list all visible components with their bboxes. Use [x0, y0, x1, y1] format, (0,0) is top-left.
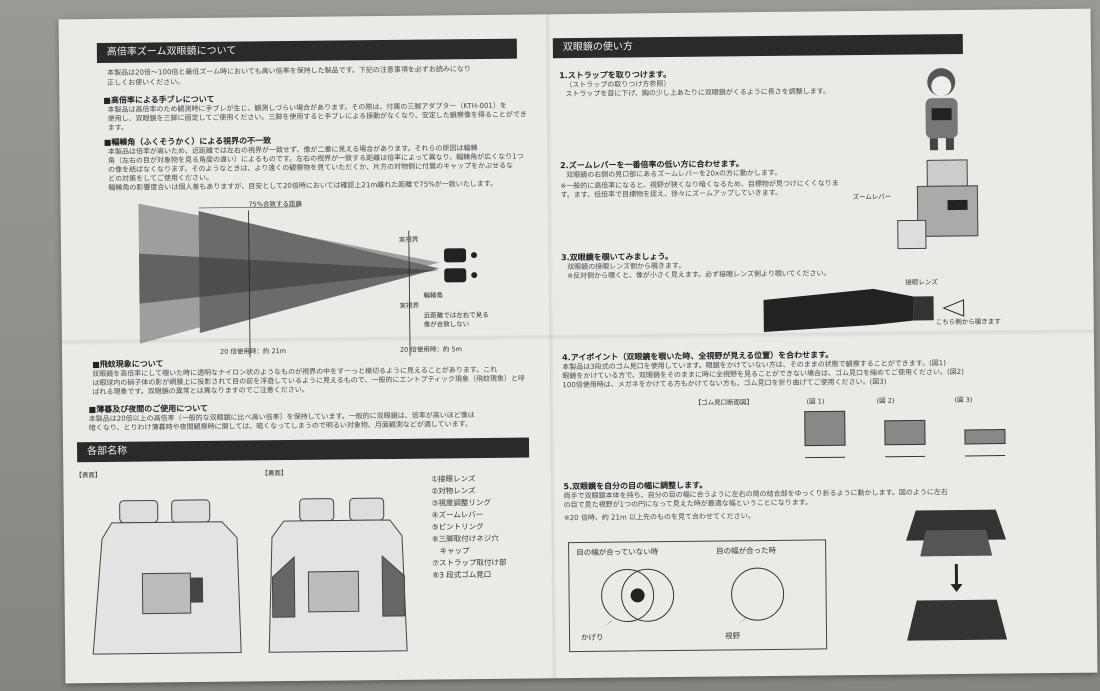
- convergence-diagram: [138, 203, 478, 358]
- part-item: ⑥三脚取付けネジ穴: [431, 533, 499, 544]
- fig3-label: (図 3): [954, 395, 973, 405]
- diagram-label-21m: 20 倍使用時：約 21m: [219, 347, 287, 356]
- front-view-label: 【表面】: [75, 470, 102, 480]
- text-line: す。ます、低倍率で目標物を捉え、徐々にズームアップしていきます。: [560, 188, 783, 200]
- part-item: ⑦ストラップ取付け部: [432, 557, 507, 568]
- parts-banner: 各部名称: [76, 437, 530, 463]
- binocular-side-illustration: [763, 288, 965, 333]
- look-side-label: こちら側から覗きます: [935, 317, 1001, 327]
- matched-label: 目の幅が合った時: [716, 545, 777, 556]
- right-column: 双眼鏡の使い方 1.ストラップを取りつけます。 （ストラップの取りつけ方参照） …: [551, 9, 1088, 679]
- diagram-label-field: 実視界: [398, 235, 419, 244]
- part-item: ③視度調整リング: [431, 497, 491, 508]
- text-line: ※20 倍時、約 21m 以上先のものを見て合わせてください。: [563, 512, 755, 523]
- diagram-label-75: 75%合致する距離: [248, 199, 302, 209]
- text-line: 100倍使用時は、メガネをかけてる方もかけてない方も、ゴム見口を折り曲げてご使用…: [562, 377, 887, 390]
- eyepiece-label: 接眼レンズ: [905, 278, 938, 287]
- part-item: キャップ: [432, 546, 470, 556]
- part-item: ①接眼レンズ: [431, 474, 476, 484]
- person-illustration: [925, 68, 958, 151]
- part-item: ④ズームレバー: [431, 510, 484, 520]
- diagram-label-field2: 実視界: [399, 301, 420, 310]
- not-matched-label: 目の幅が合っていない時: [576, 547, 659, 558]
- diagram-label-convergence: 輻輳角: [423, 291, 444, 300]
- eyecup-cross-sections: [804, 410, 1006, 459]
- cross-section-label: 【ゴム見口断面図】: [694, 398, 754, 407]
- left-column: 高倍率ズーム双眼鏡について 本製品は20倍～100倍と最低ズーム時においても高い…: [67, 14, 544, 683]
- hands-binocular-illustration: [906, 509, 1008, 641]
- text-line: 双眼鏡の右側の見口部にあるズームレバーを20xの方に動かします。: [566, 168, 782, 180]
- right-banner: 双眼鏡の使い方: [552, 33, 963, 59]
- intro-line: 正しくお使いください。: [107, 78, 185, 87]
- instruction-sheet: 高倍率ズーム双眼鏡について 本製品は20倍～100倍と最低ズーム時においても高い…: [58, 8, 1098, 684]
- zoom-lever-illustration: [897, 159, 979, 250]
- text-line: ます。: [107, 123, 129, 132]
- shadow-label: かげり: [581, 632, 604, 642]
- section-heading-floaters: ■飛蚊現象について: [92, 359, 164, 370]
- eye-width-circles: [601, 567, 785, 628]
- binocular-parts-drawing: [92, 497, 408, 655]
- diagram-label-5m: 20 倍使用時：約 5m: [399, 345, 462, 354]
- part-item: ⑧3 段式ゴム見口: [432, 569, 492, 580]
- diagram-label-near: 像が合致しない: [423, 320, 470, 329]
- text-line: の目で見た視野が1つの円になって見えた時が最適な幅ということになります。: [563, 498, 813, 510]
- zoom-lever-label: ズームレバー: [852, 192, 892, 202]
- text-line: ばれる現象です。双眼鏡の異常とは異なりますのでご注意ください。: [92, 385, 309, 397]
- part-item: ⑤ピントリング: [431, 521, 484, 532]
- left-banner: 高倍率ズーム双眼鏡について: [96, 38, 517, 64]
- part-item: ②対物レンズ: [431, 486, 476, 496]
- field-label: 視野: [724, 631, 741, 641]
- back-view-label: 【裏面】: [261, 469, 288, 478]
- parts-list: ①接眼レンズ ②対物レンズ ③視度調整リング ④ズームレバー ⑤ピントリング ⑥…: [431, 473, 506, 582]
- intro-line: 本製品は20倍～100倍と最低ズーム時においても高い倍率を保持した製品です。下記…: [107, 65, 471, 77]
- fig2-label: (図 2): [876, 396, 895, 405]
- text-line: ストラップを首に下げ、胸の少し上あたりに双眼鏡がくるように長さを調整します。: [565, 87, 831, 99]
- fig1-label: (図 1): [806, 397, 825, 406]
